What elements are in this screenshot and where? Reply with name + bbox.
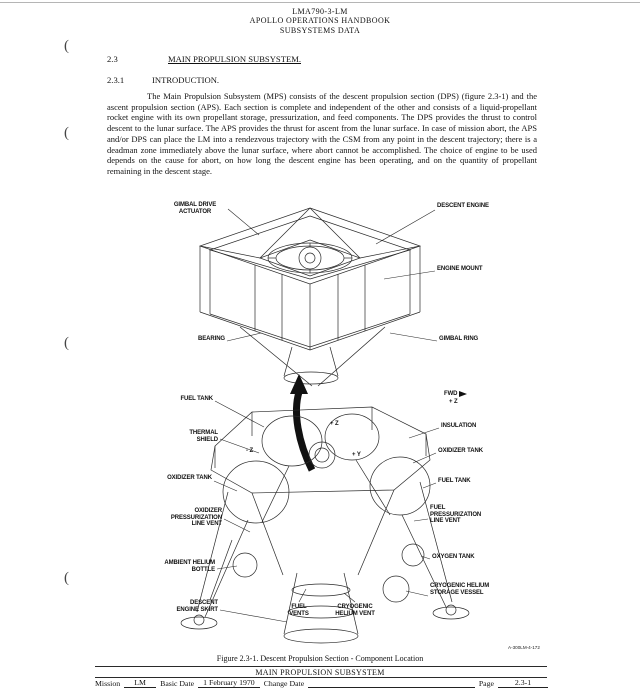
fwd-direction-indicator: FWD + Z bbox=[444, 391, 488, 405]
label-thermal-shield: THERMAL SHIELD bbox=[189, 430, 218, 443]
axis-minus-z: - Z bbox=[246, 448, 254, 454]
footer-rule-bottom bbox=[95, 677, 547, 678]
handbook-title: APOLLO OPERATIONS HANDBOOK bbox=[249, 16, 391, 25]
scan-edge-line bbox=[0, 2, 640, 3]
label-ambient-helium-bottle: AMBIENT HELIUM BOTTLE bbox=[164, 560, 215, 573]
binding-mark: ( bbox=[64, 125, 69, 141]
fwd-label: FWD bbox=[444, 391, 458, 397]
label-fuel-pressurization-line-vent: FUEL PRESSURIZATION LINE VENT bbox=[430, 505, 482, 525]
label-bearing: BEARING bbox=[198, 336, 225, 342]
intro-paragraph: The Main Propulsion Subsystem (MPS) cons… bbox=[107, 91, 537, 176]
upper-diagram bbox=[198, 207, 422, 387]
label-engine-mount: ENGINE MOUNT bbox=[437, 266, 483, 272]
subsection-number: 2.3.1 bbox=[107, 75, 125, 85]
section-title: MAIN PROPULSION SUBSYSTEM. bbox=[168, 54, 301, 64]
lower-diagram bbox=[180, 406, 470, 644]
footer-subsystem-title: MAIN PROPULSION SUBSYSTEM bbox=[255, 668, 385, 677]
binding-mark: ( bbox=[64, 570, 69, 586]
label-cryogenic-helium-storage-vessel: CRYOGENIC HELIUM STORAGE VESSEL bbox=[430, 583, 490, 596]
page-label: Page bbox=[478, 679, 494, 688]
label-fuel-vents: FUEL VENTS bbox=[289, 604, 309, 617]
binding-mark: ( bbox=[64, 335, 69, 351]
section-number: 2.3 bbox=[107, 54, 118, 64]
axis-plus-y: + Y bbox=[352, 452, 361, 458]
label-gimbal-drive-actuator: GIMBAL DRIVE ACTUATOR bbox=[173, 202, 217, 215]
label-oxidizer-pressurization-line-vent: OXIDIZER PRESSURIZATION LINE VENT bbox=[170, 508, 222, 528]
assembly-arrow bbox=[290, 374, 316, 472]
label-oxygen-tank: OXYGEN TANK bbox=[432, 554, 475, 560]
label-descent-engine-skirt: DESCENT ENGINE SKIRT bbox=[176, 600, 219, 613]
artwork-ref: A-300LM-4-172 bbox=[508, 645, 540, 650]
label-cryogenic-helium-vent: CRYOGENIC HELIUM VENT bbox=[335, 604, 375, 617]
footer-rule-top bbox=[95, 666, 547, 667]
doc-number: LMA790-3-LM bbox=[292, 7, 348, 16]
label-fuel-tank-left: FUEL TANK bbox=[180, 396, 213, 402]
subsection-title: INTRODUCTION. bbox=[152, 75, 220, 85]
basic-date-label: Basic Date bbox=[160, 679, 195, 688]
label-fuel-tank-right: FUEL TANK bbox=[438, 478, 471, 484]
label-oxidizer-tank-right: OXIDIZER TANK bbox=[438, 448, 483, 454]
binding-mark: ( bbox=[64, 38, 69, 54]
axis-plus-z: + Z bbox=[330, 421, 339, 427]
change-date-label: Change Date bbox=[263, 679, 305, 688]
handbook-subtitle: SUBSYSTEMS DATA bbox=[279, 26, 361, 35]
label-oxidizer-tank-left: OXIDIZER TANK bbox=[167, 475, 212, 481]
figure-caption: Figure 2.3-1. Descent Propulsion Section… bbox=[216, 654, 424, 663]
leader-lines bbox=[213, 208, 440, 623]
label-descent-engine: DESCENT ENGINE bbox=[437, 203, 489, 209]
label-gimbal-ring: GIMBAL RING bbox=[439, 336, 479, 342]
mission-label: Mission bbox=[95, 679, 121, 688]
fwd-axis-label: + Z bbox=[449, 398, 458, 405]
label-insulation: INSULATION bbox=[441, 423, 477, 429]
fwd-arrow-icon bbox=[459, 391, 468, 398]
